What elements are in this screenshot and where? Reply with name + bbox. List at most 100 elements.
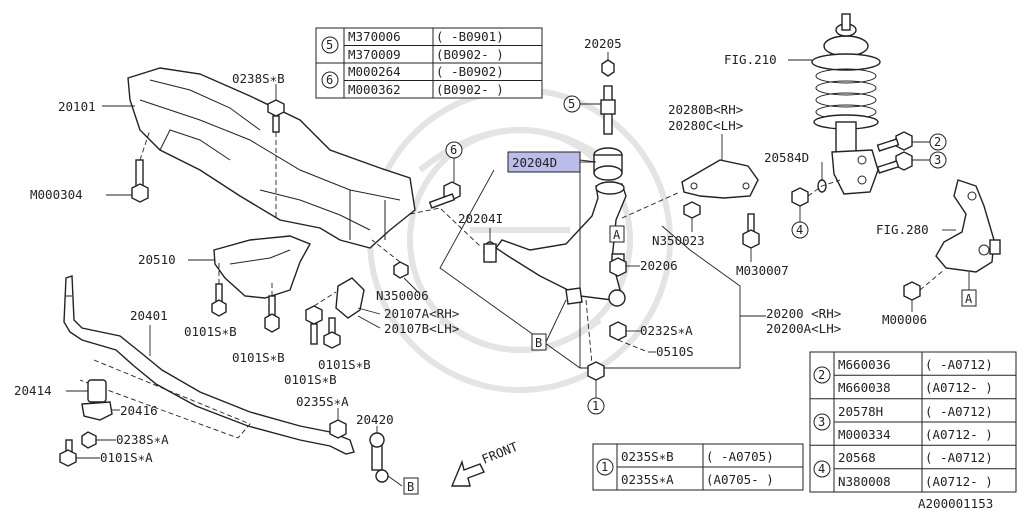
label-20200a: 20200A<LH> — [766, 321, 841, 336]
front-arrow: FRONT — [450, 439, 520, 487]
arm-clamp[interactable] — [565, 287, 583, 305]
bolt-m030007[interactable] — [742, 213, 760, 262]
label-20420: 20420 — [356, 412, 394, 427]
bolt-3[interactable]: 3 — [876, 151, 947, 174]
ball-joint-20206[interactable] — [609, 253, 640, 277]
label-m030007: M030007 — [736, 263, 789, 278]
label-20414: 20414 — [14, 383, 52, 398]
nut-n350023[interactable] — [683, 201, 701, 232]
bolt-2[interactable]: 2 — [876, 131, 947, 152]
label-n350023: N350023 — [652, 233, 705, 248]
bolt-0101sb-right-a[interactable] — [305, 291, 337, 345]
svg-text:M370006: M370006 — [348, 29, 401, 44]
table-2-3-4: 2 3 4 M660036 ( -A0712) M660038 (A0712- … — [809, 351, 1017, 493]
svg-text:5: 5 — [326, 38, 333, 52]
svg-text:2: 2 — [818, 368, 825, 382]
link-20420[interactable] — [369, 426, 403, 487]
label-20101: 20101 — [58, 99, 96, 114]
svg-text:0235S∗B: 0235S∗B — [621, 449, 674, 464]
svg-text:(A0705- ): (A0705- ) — [706, 472, 774, 487]
clamp-20416[interactable] — [81, 401, 120, 421]
label-m00006: M00006 — [882, 312, 927, 327]
nut-callout-4[interactable]: 4 — [791, 187, 809, 239]
svg-text:20568: 20568 — [838, 450, 876, 465]
bushing-20204i[interactable] — [483, 228, 497, 263]
strut-assembly[interactable] — [811, 13, 881, 195]
svg-text:6: 6 — [326, 73, 333, 87]
svg-text:M660038: M660038 — [838, 380, 891, 395]
ref-a-arm[interactable]: A — [609, 225, 625, 243]
label-0101sb-3: 0101S∗B — [284, 372, 337, 387]
stabilizer-label: 20401 — [130, 308, 168, 356]
label-20206: 20206 — [640, 258, 678, 273]
lower-control-arm[interactable] — [494, 181, 627, 307]
crossmember[interactable] — [127, 67, 416, 249]
label-20510: 20510 — [138, 252, 176, 267]
stabilizer-bar[interactable] — [63, 275, 355, 455]
bolt-0101sb-mid[interactable] — [264, 280, 280, 333]
nut-20205[interactable] — [601, 52, 615, 77]
bolt-0101sb-right-b[interactable] — [323, 317, 341, 349]
svg-text:20578H: 20578H — [838, 404, 883, 419]
svg-text:4: 4 — [796, 223, 803, 237]
svg-text:1: 1 — [592, 399, 599, 413]
nut-0238sa[interactable] — [81, 431, 116, 449]
label-n350006: N350006 — [376, 288, 429, 303]
label-20280b: 20280B<RH> — [668, 102, 743, 117]
label-0232sa: 0232S∗A — [640, 323, 693, 338]
bushing-20204d[interactable] — [580, 147, 623, 181]
label-0101sa: 0101S∗A — [100, 450, 153, 465]
svg-text:5: 5 — [568, 97, 575, 111]
svg-text:M000334: M000334 — [838, 427, 891, 442]
bolt-0238sb[interactable] — [267, 84, 285, 220]
svg-text:B: B — [407, 480, 414, 494]
label-0235sa: 0235S∗A — [296, 394, 349, 409]
bushing-20414[interactable] — [66, 379, 107, 403]
bolt-m00006[interactable] — [903, 269, 945, 312]
strut-guide — [807, 179, 841, 197]
svg-text:M000264: M000264 — [348, 64, 401, 79]
bolt-0101sa[interactable] — [59, 439, 100, 467]
svg-text:M660036: M660036 — [838, 357, 891, 372]
bolt-0101sb-left[interactable] — [211, 262, 227, 317]
bolt-6[interactable]: 6 — [428, 141, 463, 209]
label-20584d: 20584D — [764, 150, 809, 165]
svg-text:(B0902- ): (B0902- ) — [436, 82, 504, 97]
plate-20280[interactable] — [681, 146, 759, 199]
bolt-m000304[interactable] — [106, 129, 151, 203]
bracket-20107[interactable] — [335, 277, 381, 329]
svg-text:( -A0712): ( -A0712) — [925, 357, 993, 372]
svg-text:1: 1 — [601, 460, 608, 474]
nut-callout-1[interactable]: 1 — [585, 299, 605, 415]
svg-text:( -A0705): ( -A0705) — [706, 449, 774, 464]
bracket-20510[interactable] — [188, 235, 311, 299]
ref-b-link[interactable]: B — [403, 477, 419, 495]
label-0510s: 0510S — [656, 344, 694, 359]
label-20416: 20416 — [120, 403, 158, 418]
bolt-5[interactable]: 5 — [563, 85, 616, 135]
svg-text:( -B0901): ( -B0901) — [436, 29, 504, 44]
nut-0235sa[interactable] — [329, 408, 347, 439]
knuckle-assembly[interactable] — [935, 179, 1001, 273]
svg-text:(A0712- ): (A0712- ) — [925, 474, 993, 489]
arm-guide-1 — [409, 207, 481, 247]
label-20200: 20200 <RH> — [766, 306, 841, 321]
pin-0510s[interactable] — [617, 339, 656, 353]
ref-b-arm[interactable]: B — [531, 299, 567, 351]
svg-text:(A0712- ): (A0712- ) — [925, 380, 993, 395]
ref-a-knuckle[interactable]: A — [961, 272, 977, 307]
nut-0232sa[interactable] — [609, 321, 642, 341]
label-20205: 20205 — [584, 36, 622, 51]
bolt-20584d[interactable] — [817, 162, 827, 193]
svg-text:A: A — [965, 292, 973, 306]
svg-text:6: 6 — [450, 143, 457, 157]
label-0101sb-2: 0101S∗B — [232, 350, 285, 365]
svg-text:3: 3 — [934, 153, 941, 167]
nut-n350006[interactable] — [371, 239, 421, 295]
svg-text:A: A — [613, 228, 621, 242]
svg-text:( -B0902): ( -B0902) — [436, 64, 504, 79]
diagram-id: A200001153 — [918, 496, 993, 511]
crossmember-label: 20101 — [58, 99, 135, 114]
label-20107b: 20107B<LH> — [384, 321, 459, 336]
